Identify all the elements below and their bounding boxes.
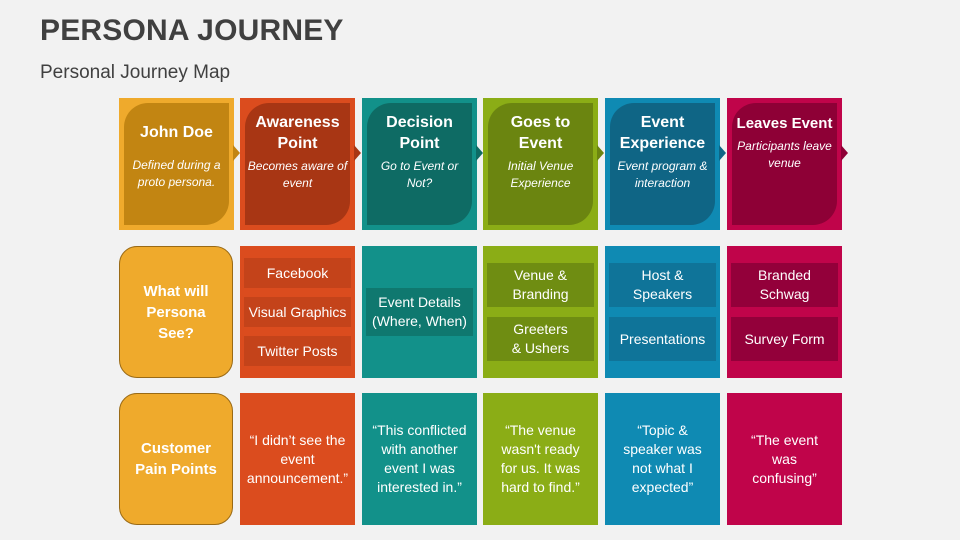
stage-title: Leaves Event xyxy=(736,115,833,132)
row-label-what-will-persona-see: What will Persona See? xyxy=(119,246,233,378)
pain-cell-awareness: “I didn’t see the event announcement.” xyxy=(240,393,355,525)
stage-title: Awareness Point xyxy=(255,114,340,152)
row-label-text: Customer Pain Points xyxy=(135,440,217,478)
arrow-right-icon xyxy=(233,145,240,161)
stage-subtitle: Becomes aware of event xyxy=(247,159,348,190)
page-title: PERSONA JOURNEY xyxy=(40,14,344,47)
see-cell-leaves-event: Branded Schwag Survey Form xyxy=(727,246,842,378)
see-chip: Event Details (Where, When) xyxy=(366,288,473,336)
see-chip: Twitter Posts xyxy=(244,336,351,366)
stage-subtitle: Initial Venue Experience xyxy=(507,159,574,190)
see-chip: Presentations xyxy=(609,317,716,361)
stage-title: Decision Point xyxy=(386,114,453,152)
see-chip: Survey Form xyxy=(731,317,838,361)
see-chip: Host & Speakers xyxy=(609,263,716,307)
see-cell-event-experience: Host & Speakers Presentations xyxy=(605,246,720,378)
see-chip: Greeters & Ushers xyxy=(487,317,594,361)
stage-subtitle: Go to Event or Not? xyxy=(380,159,459,190)
stage-subtitle: Defined during a proto persona. xyxy=(132,158,221,189)
arrow-right-icon xyxy=(719,145,726,161)
stage-card-decision-point: Decision Point Go to Event or Not? xyxy=(362,98,483,230)
see-cell-decision: Event Details (Where, When) xyxy=(362,246,477,378)
see-chip: Visual Graphics xyxy=(244,297,351,327)
arrow-right-icon xyxy=(841,145,848,161)
stage-title: John Doe xyxy=(140,124,213,141)
see-cell-goes-to-event: Venue & Branding Greeters & Ushers xyxy=(483,246,598,378)
arrow-right-icon xyxy=(597,145,604,161)
see-chip: Facebook xyxy=(244,258,351,288)
stage-card-goes-to-event: Goes to Event Initial Venue Experience xyxy=(483,98,604,230)
row-label-customer-pain-points: Customer Pain Points xyxy=(119,393,233,525)
see-cell-awareness: Facebook Visual Graphics Twitter Posts xyxy=(240,246,355,378)
stage-card-awareness-point: Awareness Point Becomes aware of event xyxy=(240,98,361,230)
pain-cell-leaves-event: “The event was confusing” xyxy=(727,393,842,525)
row-label-text: What will Persona See? xyxy=(143,282,209,342)
arrow-right-icon xyxy=(476,145,483,161)
see-chip: Venue & Branding xyxy=(487,263,594,307)
pain-cell-event-experience: “Topic & speaker was not what I expected… xyxy=(605,393,720,525)
pain-cell-decision: “This conflicted with another event I wa… xyxy=(362,393,477,525)
page-subtitle: Personal Journey Map xyxy=(40,62,231,83)
stage-card-john-doe: John Doe Defined during a proto persona. xyxy=(119,98,240,230)
arrow-right-icon xyxy=(354,145,361,161)
stage-card-leaves-event: Leaves Event Participants leave venue xyxy=(727,98,848,230)
stage-subtitle: Participants leave venue xyxy=(737,139,832,170)
stage-title: Goes to Event xyxy=(510,114,571,152)
stage-subtitle: Event program & interaction xyxy=(617,159,708,190)
see-chip: Branded Schwag xyxy=(731,263,838,307)
stage-card-event-experience: Event Experience Event program & interac… xyxy=(605,98,726,230)
stage-title: Event Experience xyxy=(619,114,706,152)
pain-cell-goes-to-event: “The venue wasn't ready for us. It was h… xyxy=(483,393,598,525)
